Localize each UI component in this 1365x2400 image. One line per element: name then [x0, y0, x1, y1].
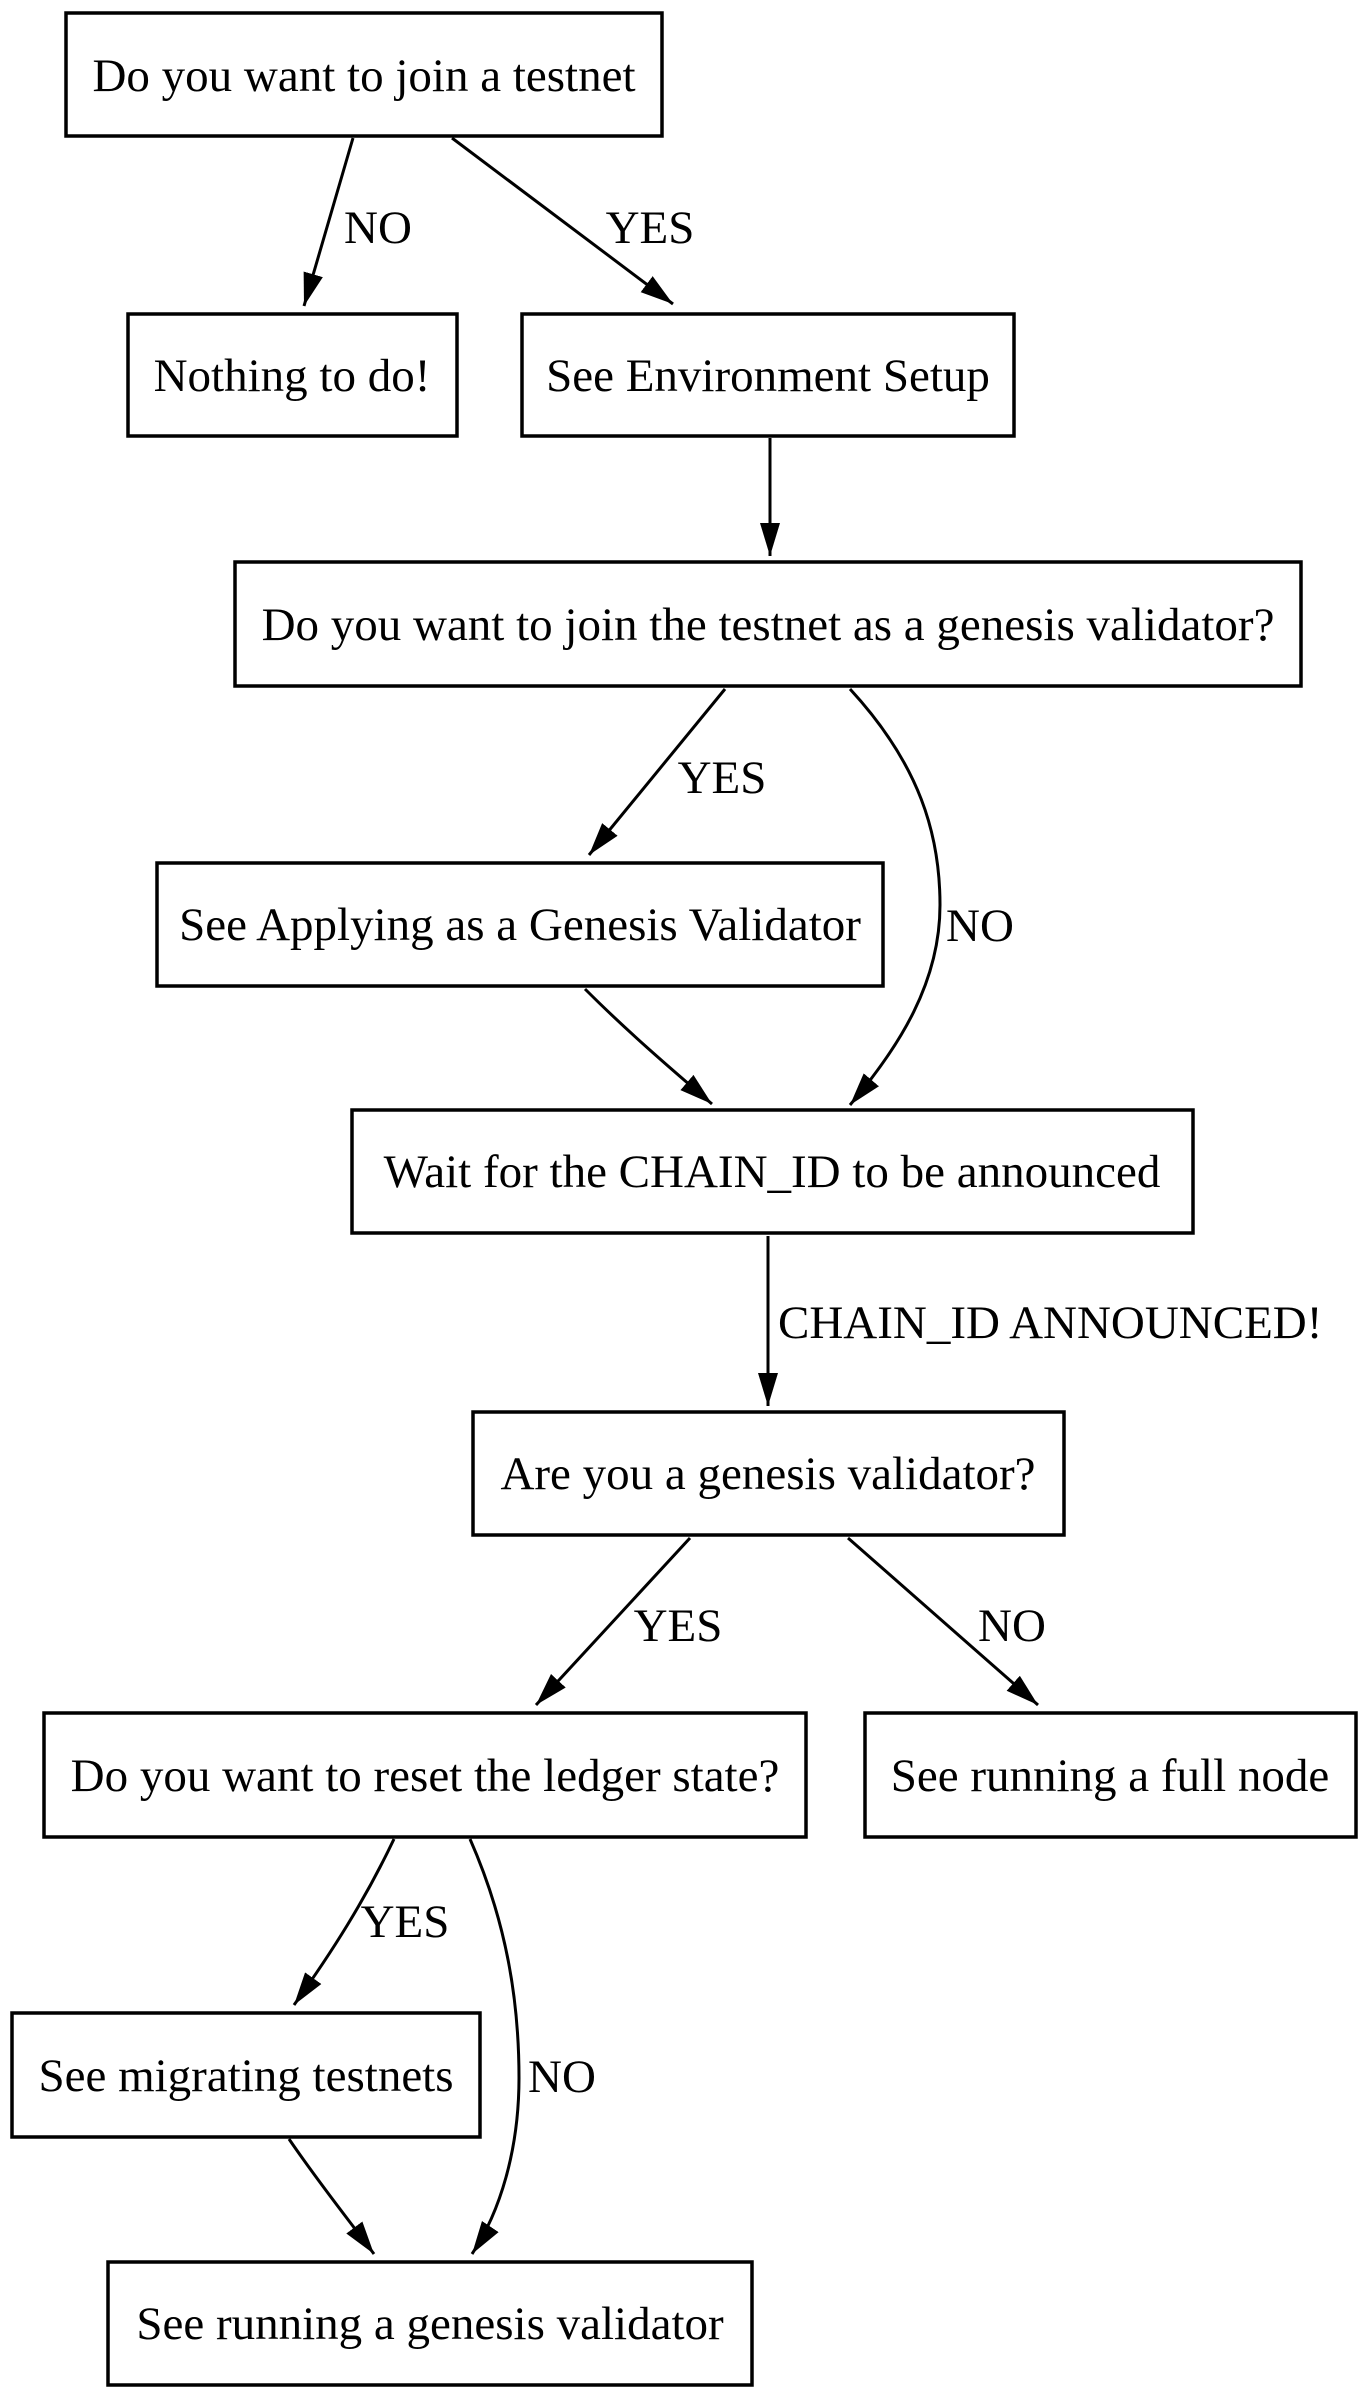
edge-migrating-to-running-genesis — [287, 2138, 376, 2255]
node-reset-ledger-question: Do you want to reset the ledger state? — [42, 1711, 808, 1839]
edge-join-genesis-to-applying — [587, 688, 727, 856]
edge-reset-ledger-to-migrating — [292, 1838, 396, 2006]
node-box-wait-chain-id — [350, 1108, 1195, 1235]
node-wait-chain-id: Wait for the CHAIN_ID to be announced — [350, 1108, 1195, 1235]
node-label-genesis-validator-question: Are you a genesis validator? — [500, 1448, 1035, 1500]
node-applying-genesis: See Applying as a Genesis Validator — [155, 861, 885, 988]
edge-label-chain-id-announced: CHAIN_ID ANNOUNCED! — [778, 1297, 1322, 1349]
node-box-environment-setup — [520, 312, 1016, 438]
node-label-environment-setup: See Environment Setup — [546, 350, 990, 402]
edge-genesis-question-to-reset-ledger — [534, 1536, 692, 1707]
node-join-testnet: Do you want to join a testnet — [64, 11, 664, 138]
node-label-applying-genesis: See Applying as a Genesis Validator — [179, 899, 861, 951]
node-join-genesis-question: Do you want to join the testnet as a gen… — [233, 560, 1303, 688]
edge-join-testnet-to-environment-setup — [451, 136, 674, 306]
node-box-running-genesis-validator — [106, 2260, 754, 2387]
edge-applying-to-wait-chain — [583, 987, 713, 1106]
edge-label-yes-reset-ledger: YES — [361, 1896, 450, 1948]
node-genesis-validator-question: Are you a genesis validator? — [471, 1410, 1066, 1537]
node-box-nothing-to-do — [126, 312, 459, 438]
node-box-reset-ledger-question — [42, 1711, 808, 1839]
edge-label-yes-join-genesis: YES — [678, 752, 767, 804]
edge-label-layer: NO YES YES NO CHAIN_ID ANNOUNCED! YES NO… — [344, 202, 1322, 2103]
node-label-join-genesis-question: Do you want to join the testnet as a gen… — [262, 599, 1275, 651]
edge-genesis-question-to-full-node — [847, 1536, 1039, 1707]
node-label-running-genesis-validator: See running a genesis validator — [136, 2298, 724, 2350]
edge-label-no-join-testnet: NO — [344, 202, 412, 254]
edge-label-yes-join-testnet: YES — [606, 202, 695, 254]
edge-layer — [287, 136, 1039, 2255]
edge-reset-ledger-to-running-genesis — [468, 1838, 521, 2255]
node-running-full-node: See running a full node — [863, 1711, 1358, 1839]
node-label-running-full-node: See running a full node — [891, 1750, 1330, 1802]
node-running-genesis-validator: See running a genesis validator — [106, 2260, 754, 2387]
edge-label-yes-genesis-question: YES — [634, 1600, 723, 1652]
node-label-nothing-to-do: Nothing to do! — [154, 350, 431, 402]
node-nothing-to-do: Nothing to do! — [126, 312, 459, 438]
node-box-migrating-testnets — [10, 2011, 482, 2139]
node-migrating-testnets: See migrating testnets — [10, 2011, 482, 2139]
node-label-join-testnet: Do you want to join a testnet — [92, 50, 635, 102]
node-box-applying-genesis — [155, 861, 885, 988]
edge-join-genesis-to-wait-chain — [848, 687, 942, 1106]
node-box-join-genesis-question — [233, 560, 1303, 688]
node-label-migrating-testnets: See migrating testnets — [38, 2050, 453, 2102]
node-label-wait-chain-id: Wait for the CHAIN_ID to be announced — [384, 1146, 1161, 1198]
node-label-reset-ledger-question: Do you want to reset the ledger state? — [71, 1750, 780, 1802]
node-box-genesis-validator-question — [471, 1410, 1066, 1537]
edge-label-no-join-genesis: NO — [946, 900, 1014, 952]
node-environment-setup: See Environment Setup — [520, 312, 1016, 438]
edge-label-no-reset-ledger: NO — [528, 2051, 596, 2103]
node-box-running-full-node — [863, 1711, 1358, 1839]
edge-label-no-genesis-question: NO — [978, 1600, 1046, 1652]
node-box-join-testnet — [64, 11, 664, 138]
edge-join-testnet-to-nothing — [302, 137, 355, 307]
node-layer: Do you want to join a testnet Nothing to… — [10, 11, 1358, 2387]
